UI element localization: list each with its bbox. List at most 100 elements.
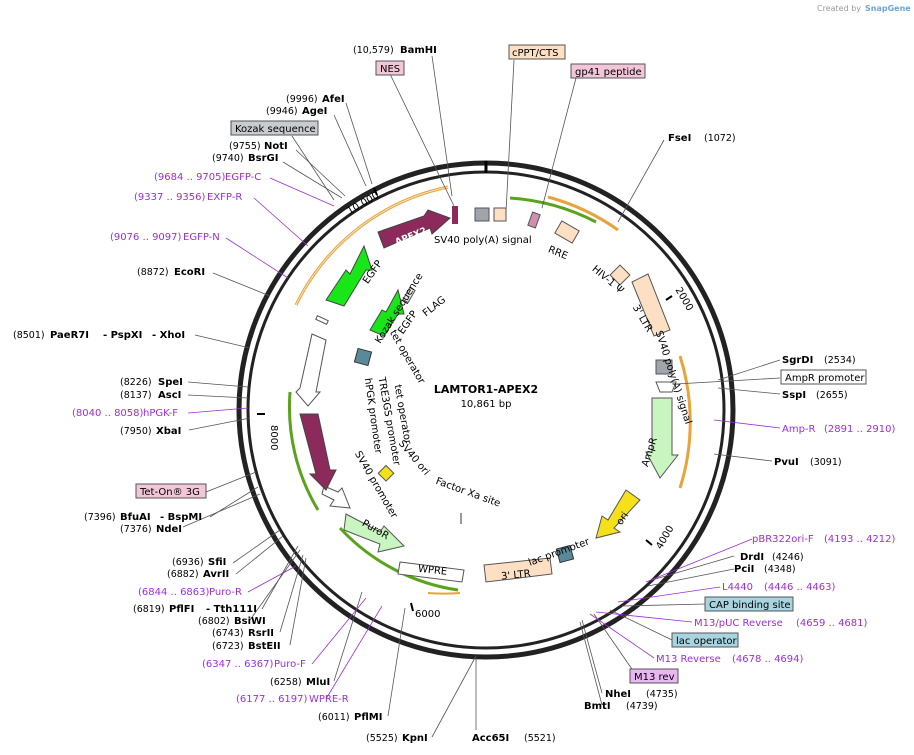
site-paer7i[interactable]: PaeR7I <box>50 330 89 341</box>
sv40-ori-block <box>377 464 395 482</box>
flag-label: FLAG <box>421 295 448 320</box>
site-bmti[interactable]: BmtI <box>584 701 611 712</box>
site-mlui[interactable]: MluI <box>306 677 330 688</box>
site-pos-kpni: (5525) <box>366 733 398 744</box>
site-pos-bmti: (4739) <box>626 701 658 712</box>
site-rsrii[interactable]: RsrII <box>248 628 274 639</box>
primer-puro-f[interactable]: Puro-F <box>274 659 306 670</box>
ampr-promoter-arrow <box>655 381 677 393</box>
m13-rev-tag[interactable] <box>629 668 679 684</box>
site-bsrgi[interactable]: BsrGI <box>248 153 278 164</box>
ampr-arrow <box>645 397 680 479</box>
nes-tag[interactable] <box>375 60 405 76</box>
primer-m13-puc-reverse[interactable]: M13/pUC Reverse <box>694 618 783 629</box>
site-pvui[interactable]: PvuI <box>774 457 799 468</box>
tet-on-tag-label: Tet-On® 3G <box>139 487 200 498</box>
site-pcii[interactable]: PciI <box>734 564 754 575</box>
primer-amp-r[interactable]: Amp-R <box>782 424 816 435</box>
orange-arc-right <box>678 355 692 489</box>
cppt-cts-tag[interactable] <box>508 44 566 60</box>
ampr-promoter-tag-label: AmpR promoter <box>785 373 865 384</box>
site-sgrdi[interactable]: SgrDI <box>782 355 813 366</box>
cppt-cts-block <box>493 207 507 222</box>
site-sfii[interactable]: SfiI <box>208 557 226 568</box>
primer-range-egfp-c: (9684 .. 9705) <box>154 172 226 183</box>
tet-on-tag[interactable] <box>135 483 207 499</box>
site-drdi[interactable]: DrdI <box>740 552 764 563</box>
site-kpni[interactable]: KpnI <box>402 733 428 744</box>
site-ndei[interactable]: NdeI <box>156 524 182 535</box>
site-pflfi[interactable]: PflFI <box>169 604 194 615</box>
primer-pbr322ori-f[interactable]: pBR322ori-F <box>752 534 814 545</box>
tick-2000 <box>665 295 673 301</box>
primer-wpre-r[interactable]: WPRE-R <box>309 694 349 705</box>
site-leader-lines <box>182 55 781 738</box>
ori-arrow <box>595 489 641 539</box>
lac-operator-block <box>555 544 575 564</box>
site-bamhi[interactable]: BamHI <box>400 45 437 56</box>
primer-leader-lines <box>187 177 781 700</box>
site-pos-bfuai: (7396) <box>84 512 116 523</box>
grey-feature-right <box>655 359 673 375</box>
site-pos-nhei: (4735) <box>646 689 678 700</box>
kozak-tag[interactable] <box>230 120 319 136</box>
wpre-label: WPRE <box>417 564 447 578</box>
primer-puro-r[interactable]: Puro-R <box>209 587 242 598</box>
site-pos-bsiwi: (6802) <box>198 616 230 627</box>
site-pos-sspi: (2655) <box>816 390 848 401</box>
site-avrii[interactable]: AvrII <box>203 569 229 580</box>
primer-l4440[interactable]: L4440 <box>722 582 753 593</box>
gp41-tag[interactable] <box>570 63 646 79</box>
primer-m13-reverse[interactable]: M13 Reverse <box>656 654 721 665</box>
site-sspi[interactable]: SspI <box>782 390 806 401</box>
site-pspxi[interactable]: - PspXI <box>103 330 142 341</box>
grey-feature-top <box>474 207 490 222</box>
site-pos-drdi: (4246) <box>772 552 804 563</box>
site-pos-bsrgi: (9740) <box>212 153 244 164</box>
site-tth111i[interactable]: - Tth111I <box>206 604 257 615</box>
lac-operator-tag[interactable] <box>671 632 739 648</box>
site-nhei[interactable]: NheI <box>605 689 631 700</box>
site-xbai[interactable]: XbaI <box>156 426 181 437</box>
sv40-polya-top-label: SV40 poly(A) signal <box>434 235 532 246</box>
hiv1-psi-block <box>609 264 631 286</box>
puror-arrow <box>343 513 405 553</box>
cap-binding-site-tag[interactable] <box>704 596 794 612</box>
site-spei[interactable]: SpeI <box>158 377 183 388</box>
site-fsei[interactable]: FseI <box>668 133 691 144</box>
primer-range-exfp-r: (9337 .. 9356) <box>134 192 206 203</box>
site-bspmi[interactable]: - BspMI <box>160 512 202 523</box>
3ltr-right-block <box>631 273 671 337</box>
site-pos-ndei: (7376) <box>120 524 152 535</box>
primer-range-amp-r: (2891 .. 2910) <box>824 424 896 435</box>
site-afei[interactable]: AfeI <box>322 94 345 105</box>
primer-egfp-n[interactable]: EGFP-N <box>183 232 220 243</box>
site-bsiwi[interactable]: BsiWI <box>234 616 266 627</box>
site-xhoi[interactable]: - XhoI <box>152 330 185 341</box>
site-agei[interactable]: AgeI <box>302 106 327 117</box>
primer-hpgk-f[interactable]: hPGK-F <box>143 408 178 419</box>
site-pos-bsteii: (6723) <box>212 641 244 652</box>
site-pos-ecori: (8872) <box>137 267 169 278</box>
site-pos-fsei: (1072) <box>704 133 736 144</box>
site-pos-afei: (9996) <box>286 94 318 105</box>
3ltr-bottom-block <box>483 557 553 583</box>
site-noti[interactable]: NotI <box>264 141 288 152</box>
ampr-promoter-tag[interactable] <box>780 369 867 385</box>
primer-exfp-r[interactable]: EXFP-R <box>207 192 242 203</box>
egfp-inner-arrow <box>369 288 405 337</box>
site-ecori[interactable]: EcoRI <box>174 267 205 278</box>
site-pos-pvui: (3091) <box>810 457 842 468</box>
flag-block <box>402 286 416 304</box>
primer-range-hpgk-f: (8040 .. 8058) <box>72 408 144 419</box>
kozak-tag-label: Kozak sequence <box>235 124 316 135</box>
primer-egfp-c[interactable]: EGFP-C <box>225 172 261 183</box>
site-bsteii[interactable]: BstEII <box>248 641 281 652</box>
site-asci[interactable]: AscI <box>158 390 181 401</box>
site-bfuai[interactable]: BfuAI <box>120 512 151 523</box>
kozak-block <box>315 314 329 326</box>
tet-operator-label-1: tet operator <box>387 328 427 386</box>
site-pflmi[interactable]: PflMI <box>354 712 382 723</box>
site-acc65i[interactable]: Acc65I <box>472 733 509 744</box>
tick-10000 <box>373 187 378 196</box>
